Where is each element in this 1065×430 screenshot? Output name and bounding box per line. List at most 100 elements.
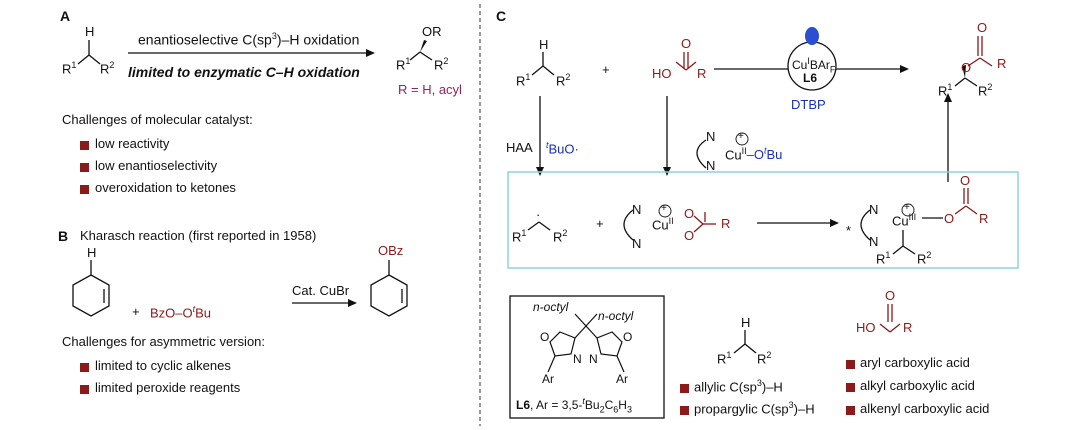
- cycle-box: [507, 171, 1019, 269]
- panel-a-wedge: [420, 40, 427, 52]
- panel-b-challenge-1: limited to cyclic alkenes: [95, 358, 231, 373]
- panel-a-r2: R2: [100, 60, 115, 77]
- cu-otbu-charge: +: [738, 131, 744, 142]
- panel-c-reactant-bonds: [531, 52, 555, 76]
- ligand-n2: N: [589, 352, 598, 366]
- product-ester-o: O: [961, 60, 972, 75]
- cu2-n2: N: [632, 236, 642, 251]
- panel-a-product-bonds: [409, 51, 433, 61]
- panel-a-challenges-title: Challenges of molecular catalyst:: [62, 112, 253, 127]
- bullet-icon: [80, 185, 89, 194]
- panel-c-main-arrowhead: [900, 65, 909, 73]
- cu2-cu: CuII: [652, 216, 674, 233]
- panel-b-plus: +: [132, 304, 140, 319]
- cu3-cu: CuIII: [892, 212, 917, 229]
- panel-b-arrowhead: [348, 299, 357, 307]
- cu3-ligand: [860, 209, 871, 241]
- panel-b-title: Kharasch reaction (first reported in 195…: [80, 228, 317, 243]
- scope-r1: R1: [717, 350, 732, 367]
- panel-a-h: H: [85, 24, 95, 39]
- panel-a-challenge-3: overoxidation to ketones: [95, 180, 236, 195]
- panel-c-r1: R1: [516, 72, 531, 89]
- cu3-star: *: [846, 223, 852, 238]
- bullet-icon: [680, 406, 689, 415]
- product-r1: R1: [938, 82, 953, 99]
- panel-c-h: H: [539, 37, 549, 52]
- radical-r1: R1: [512, 228, 527, 245]
- bullet-icon: [846, 406, 855, 415]
- ligand-octyl-1: n-octyl: [533, 300, 569, 314]
- radical-bonds: [527, 221, 551, 231]
- acid-scope-bonds: [879, 304, 901, 333]
- cu2-r: R: [721, 216, 731, 231]
- bullet-icon: [80, 163, 89, 172]
- panel-a-arrowhead: [366, 49, 375, 57]
- product-wedge: [962, 65, 966, 78]
- ligand-structure: [547, 313, 625, 373]
- ligand-ar2: Ar: [616, 372, 628, 386]
- catalyst-label: CuIBArF: [792, 56, 836, 75]
- bullet-icon: [80, 363, 89, 372]
- panel-b-challenge-2: limited peroxide reagents: [95, 380, 241, 395]
- panel-b-reagent: BzO–OtBu: [150, 304, 212, 321]
- panel-a-or: OR: [422, 24, 442, 39]
- product-o: O: [977, 20, 988, 35]
- panel-a-r1: R1: [62, 60, 77, 77]
- bullet-icon: [846, 383, 855, 392]
- cyclohexene-product: [370, 260, 408, 317]
- panel-a-arrow-top: enantioselective C(sp3)–H oxidation: [138, 31, 360, 48]
- acid-bonds: [675, 52, 697, 71]
- catalyst-cap: [805, 27, 819, 45]
- cu3-n2: N: [869, 234, 879, 249]
- cu3-o1: O: [944, 211, 955, 226]
- scope-acid-3: alkenyl carboxylic acid: [860, 401, 990, 416]
- cu3-o2: O: [960, 173, 971, 188]
- product-r2: R2: [978, 82, 993, 99]
- panel-a-r-definition: R = H, acyl: [398, 82, 462, 97]
- bullet-icon: [80, 141, 89, 150]
- ligand-o1: O: [540, 330, 550, 344]
- cyclohexene-reactant: [72, 260, 110, 317]
- cu2-ligand: [623, 209, 634, 241]
- catalyst-ligand: L6: [803, 71, 818, 85]
- haa-label: HAA: [506, 140, 533, 155]
- cu2-o2: O: [684, 228, 695, 243]
- ligand-ar1: Ar: [542, 372, 554, 386]
- scope-acid-2: alkyl carboxylic acid: [860, 378, 975, 393]
- panel-a-arrow-bottom: limited to enzymatic C–H oxidation: [128, 64, 360, 80]
- panel-b-obz: OBz: [378, 243, 404, 258]
- panel-c-acid-r: R: [697, 66, 707, 81]
- panel-b-h: H: [87, 245, 97, 260]
- product-r: R: [997, 56, 1007, 71]
- bullet-icon: [680, 384, 689, 393]
- bullet-icon: [846, 360, 855, 369]
- scope-acid-o: O: [885, 288, 896, 303]
- bullet-icon: [80, 385, 89, 394]
- panel-a-challenge-1: low reactivity: [95, 136, 170, 151]
- panel-b-label: B: [58, 228, 69, 244]
- scope-r2: R2: [757, 350, 772, 367]
- cu-otbu-n1: N: [706, 129, 716, 144]
- panel-c-r2: R2: [556, 72, 571, 89]
- radical-r2: R2: [553, 228, 568, 245]
- ligand-box: [509, 295, 665, 419]
- cu-otbu-ligand: [696, 139, 707, 169]
- cu2-n1: N: [632, 202, 642, 217]
- scope-propargylic: propargylic C(sp3)–H: [694, 400, 815, 417]
- cu2-carboxylate-bonds: [693, 212, 716, 233]
- substrate-bonds: [733, 330, 757, 354]
- ligand-caption: L6, Ar = 3,5-tBu2C6H3: [516, 396, 632, 415]
- oxidant-label: DTBP: [791, 97, 826, 112]
- panel-c-acid-ho: HO: [652, 66, 672, 81]
- panel-a-label: A: [60, 8, 71, 24]
- cu2-charge: +: [661, 203, 667, 214]
- cu-otbu-cu: CuII–OtBu: [725, 146, 783, 163]
- ligand-octyl-2: n-octyl: [598, 309, 634, 323]
- panel-c-acid-o: O: [681, 36, 692, 51]
- panel-a-prod-r1: R1: [396, 56, 411, 73]
- tbuo-radical: tBuO·: [546, 140, 579, 157]
- ligand-o2: O: [623, 330, 633, 344]
- scope-acid-1: aryl carboxylic acid: [860, 355, 970, 370]
- ligand-n1: N: [573, 352, 582, 366]
